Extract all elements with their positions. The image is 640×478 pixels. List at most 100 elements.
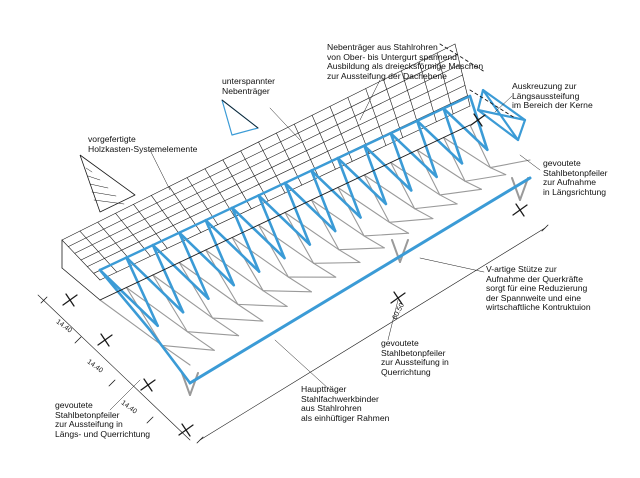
label-pfeiler-querrichtung: gevoutete Stahlbetonpfeiler zur Aussteif… [381,338,449,377]
v-support-leg [511,177,521,201]
leader-lines [109,79,541,411]
secondary-strut [338,247,385,251]
roof-grid-purlin [80,74,463,261]
roof-grid-purlin [74,64,461,254]
leader-line [274,339,331,391]
secondary-diagonal [443,136,466,182]
secondary-strut [363,235,385,249]
length-dimension-line [199,227,546,441]
main-truss-web [230,206,286,260]
roof-edge-line [469,89,516,119]
label-v-artige-stuetze: V-artige Stütze zur Aufnahme der Querkrä… [486,264,591,313]
main-truss-web [257,194,312,246]
secondary-diagonal [284,211,340,251]
auskreuzung-diagonal [476,108,527,122]
secondary-diagonal [284,211,315,264]
main-truss-web [177,231,210,300]
main-truss-web [310,169,362,219]
label-pfeiler-laengsrichtung: gevoutete Stahlbetonpfeiler zur Aufnahme… [543,158,608,197]
v-support-leg [189,372,199,396]
main-truss-web [310,169,337,233]
secondary-tube-members [99,124,531,396]
main-truss-web [442,107,489,152]
main-truss-web [257,194,286,260]
main-truss-web [362,144,388,206]
secondary-strut [439,194,458,205]
secondary-diagonal [363,174,390,223]
secondary-strut [489,167,507,176]
secondary-strut [237,303,288,307]
dimension-tick [196,436,204,444]
leader-line [387,299,399,341]
main-truss-web [283,181,312,246]
secondary-diagonal [337,186,390,223]
bearing-arrow-icon [143,378,153,392]
main-frame-end [148,328,192,385]
unterspannter-chord [221,99,259,129]
roof-grid-purlin [61,43,456,241]
main-truss-members [98,88,532,385]
leader-line [494,95,513,113]
holzkasten-element-rib [85,167,93,173]
v-support-leg [399,239,409,263]
label-unterspannter-nebentraeger: unterspannter Nebenträger [222,76,276,96]
main-truss-web [389,131,413,192]
secondary-strut [388,218,434,223]
holzkasten-element-rib [87,175,101,181]
secondary-strut [262,290,288,307]
main-truss-web [442,107,464,165]
secondary-diagonal [390,161,416,210]
label-holzkasten: vorgefertigte Holzkasten-Systemelemente [88,134,198,154]
main-frame-bottom-chord [188,176,532,385]
secondary-strut [489,159,531,169]
secondary-diagonal [443,136,491,169]
secondary-strut [414,208,434,220]
secondary-strut [338,249,361,264]
dimension-lines [37,224,549,444]
secondary-diagonal [125,286,188,333]
roof-grid-purlin [87,85,466,267]
dimension-tick [108,379,116,387]
secondary-strut [388,221,410,234]
secondary-diagonal [416,149,441,196]
dimension-tick [74,336,82,344]
leader-line [359,79,381,121]
label-nebentraeger-stahlrohr: Nebenträger aus Stahlrohren von Ober- bi… [327,42,484,81]
main-truss-web [362,144,413,192]
secondary-diagonal [152,274,188,333]
bearing-arrow-icon [65,293,75,307]
secondary-diagonal [231,236,289,278]
secondary-strut [186,331,240,337]
secondary-strut [212,317,240,337]
roof-gable-edge [61,267,101,301]
secondary-diagonal [231,236,264,292]
bearing-arrow-icon [100,333,110,347]
main-truss-web [230,206,261,273]
main-truss-web [204,218,236,287]
secondary-diagonal [205,249,264,292]
secondary-strut [212,317,264,322]
outline-members [79,43,516,301]
leader-line [419,257,485,273]
leader-line [149,149,171,191]
leader-line [519,154,541,171]
label-pfeiler-laengs-und-quer: gevoutete Stahlbetonpfeiler zur Aussteif… [55,400,151,439]
main-truss-web [98,268,159,328]
main-truss-web [283,181,337,233]
dimension-tick [40,296,48,304]
secondary-diagonal [416,149,466,182]
main-truss-web [125,256,159,328]
main-truss-web [204,218,261,273]
bearing-arrow-icon [181,423,191,437]
roof-grid-purlin [68,54,458,247]
holzkasten-element-rib [89,183,109,189]
dimension-tick [541,224,549,232]
unterspannter-nebentraeger [221,99,259,136]
main-truss-web [415,119,464,165]
secondary-strut [262,290,312,293]
v-support-leg [181,372,191,396]
secondary-strut [464,180,482,190]
label-haupttraeger: Hauptträger Stahlfachwerkbinder aus Stah… [301,384,390,423]
